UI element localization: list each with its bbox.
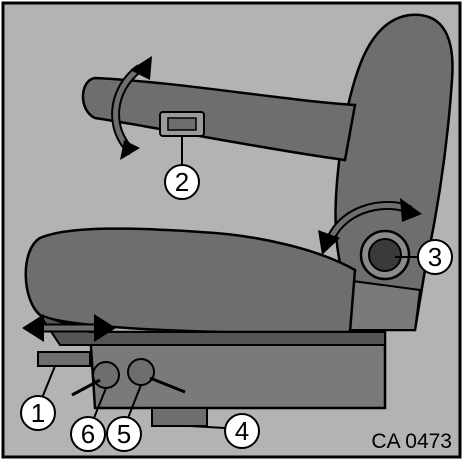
callout-5-label: 5 — [117, 419, 131, 449]
knob-6-handle — [71, 378, 101, 397]
callout-2-label: 2 — [175, 167, 189, 197]
callout-2: 2 — [164, 164, 200, 200]
armrest-tilt-arrow — [111, 56, 152, 160]
knob-6 — [92, 361, 120, 389]
callout-1-label: 1 — [31, 398, 45, 428]
leader-lines — [41, 136, 418, 429]
callout-6: 6 — [70, 416, 106, 452]
callout-4: 4 — [224, 413, 260, 449]
knob-5 — [127, 358, 155, 386]
callout-3: 3 — [417, 239, 453, 275]
callout-1: 1 — [20, 395, 56, 431]
callout-5: 5 — [106, 416, 142, 452]
figure-code: CA 0473 — [371, 430, 452, 453]
callout-4-label: 4 — [235, 416, 249, 446]
backrest-recline-arrow — [318, 198, 422, 255]
armrest-latch-slot — [167, 117, 197, 131]
callout-6-label: 6 — [81, 419, 95, 449]
lever-icon — [37, 351, 91, 367]
seat-slide-arrow — [22, 314, 116, 342]
armrest — [81, 76, 357, 162]
callout-3-label: 3 — [428, 242, 442, 272]
pedal-icon — [151, 407, 208, 427]
backrest-knob-icon — [368, 238, 402, 272]
knob-5-handle — [149, 376, 186, 394]
backrest-hinge-plate — [344, 278, 422, 331]
